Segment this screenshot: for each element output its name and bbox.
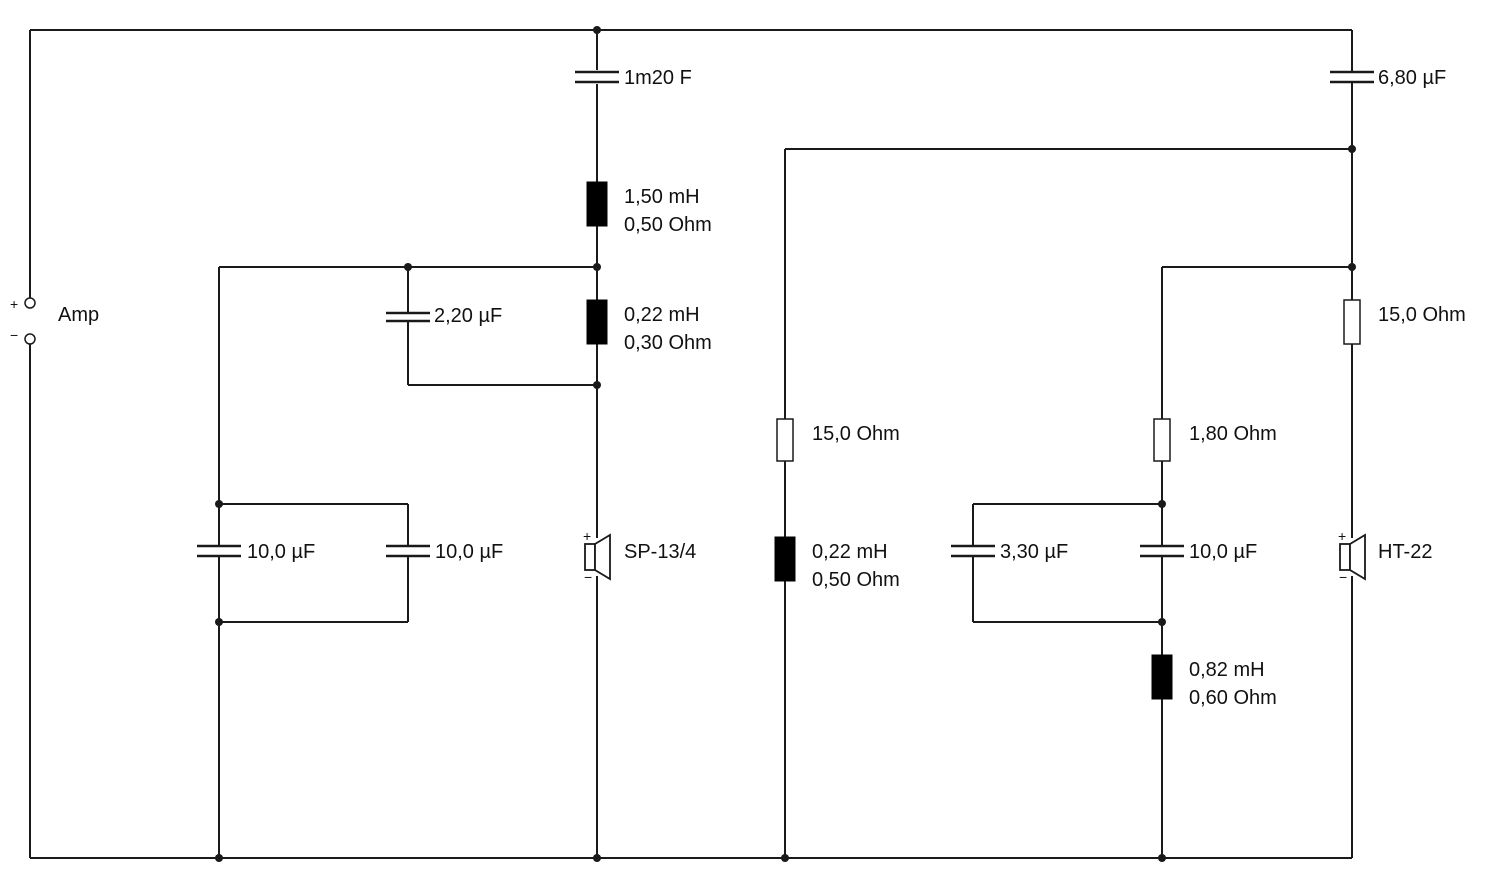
capacitor-1m20-label: 1m20 F bbox=[624, 67, 692, 89]
tweeter-label: HT-22 bbox=[1378, 541, 1432, 563]
capacitor-2-20uF-label: 2,20 µF bbox=[434, 305, 502, 327]
inductor-0-82mH-resistance: 0,60 Ohm bbox=[1189, 687, 1277, 709]
capacitor-3-30uF-label: 3,30 µF bbox=[1000, 541, 1068, 563]
capacitor-10uF-a-label: 10,0 µF bbox=[247, 541, 315, 563]
node bbox=[593, 381, 601, 389]
amp-minus-sign: − bbox=[10, 327, 18, 343]
node bbox=[593, 854, 601, 862]
speaker-icon bbox=[584, 543, 596, 571]
amp-plus-terminal bbox=[24, 297, 36, 309]
inductor-1-50mH: 1,50 mH 0,50 Ohm bbox=[586, 181, 712, 236]
amp-input: + − Amp bbox=[10, 296, 99, 345]
node bbox=[1348, 145, 1356, 153]
resistor-1-80ohm-label: 1,80 Ohm bbox=[1189, 423, 1277, 445]
resistor-15ohm-tweeter: 15,0 Ohm bbox=[1343, 299, 1466, 345]
inductor-0-82mH-value: 0,82 mH bbox=[1189, 659, 1265, 681]
wires bbox=[29, 29, 1353, 859]
inductor-0-82mH: 0,82 mH 0,60 Ohm bbox=[1151, 654, 1277, 709]
speaker-icon bbox=[1339, 543, 1351, 571]
resistor-15ohm-tweeter-label: 15,0 Ohm bbox=[1378, 304, 1466, 326]
capacitor-10uF-c-label: 10,0 µF bbox=[1189, 541, 1257, 563]
capacitor-6-80uF: 6,80 µF bbox=[1330, 67, 1446, 89]
inductor-0-22mH-b: 0,22 mH 0,50 Ohm bbox=[774, 536, 900, 591]
node bbox=[593, 26, 601, 34]
amp-plus-sign: + bbox=[10, 296, 18, 312]
capacitor-6-80uF-label: 6,80 µF bbox=[1378, 67, 1446, 89]
node bbox=[404, 263, 412, 271]
node bbox=[593, 263, 601, 271]
capacitor-2-20uF: 2,20 µF bbox=[386, 305, 502, 327]
node bbox=[1158, 618, 1166, 626]
inductor-0-22mH-a: 0,22 mH 0,30 Ohm bbox=[586, 299, 712, 354]
inductor-1-50mH-resistance: 0,50 Ohm bbox=[624, 214, 712, 236]
woofer-plus-sign: + bbox=[583, 528, 591, 544]
capacitor-1m20: 1m20 F bbox=[575, 67, 692, 89]
inductor-0-22mH-a-resistance: 0,30 Ohm bbox=[624, 332, 712, 354]
capacitor-10uF-b-label: 10,0 µF bbox=[435, 541, 503, 563]
amp-label: Amp bbox=[58, 304, 99, 326]
tweeter-plus-sign: + bbox=[1338, 528, 1346, 544]
capacitor-10uF-b: 10,0 µF bbox=[386, 541, 503, 563]
node bbox=[215, 500, 223, 508]
node bbox=[1158, 854, 1166, 862]
node bbox=[1158, 500, 1166, 508]
inductor-0-22mH-b-value: 0,22 mH bbox=[812, 541, 888, 563]
tweeter-speaker: + − HT-22 bbox=[1338, 528, 1432, 585]
capacitor-3-30uF: 3,30 µF bbox=[951, 541, 1068, 563]
node bbox=[215, 854, 223, 862]
tweeter-minus-sign: − bbox=[1339, 569, 1347, 585]
amp-minus-terminal bbox=[24, 333, 36, 345]
capacitor-10uF-c: 10,0 µF bbox=[1140, 541, 1257, 563]
inductor-0-22mH-a-value: 0,22 mH bbox=[624, 304, 700, 326]
node bbox=[1348, 263, 1356, 271]
woofer-label: SP-13/4 bbox=[624, 541, 696, 563]
capacitor-10uF-a: 10,0 µF bbox=[197, 541, 315, 563]
resistor-15ohm-mid-label: 15,0 Ohm bbox=[812, 423, 900, 445]
woofer-minus-sign: − bbox=[584, 569, 592, 585]
resistor-15ohm-mid: 15,0 Ohm bbox=[776, 418, 900, 462]
node bbox=[781, 854, 789, 862]
woofer-speaker: + − SP-13/4 bbox=[583, 528, 696, 585]
junction-nodes bbox=[215, 26, 1356, 862]
inductor-0-22mH-b-resistance: 0,50 Ohm bbox=[812, 569, 900, 591]
inductor-1-50mH-value: 1,50 mH bbox=[624, 186, 700, 208]
resistor-1-80ohm: 1,80 Ohm bbox=[1153, 418, 1277, 462]
node bbox=[215, 618, 223, 626]
